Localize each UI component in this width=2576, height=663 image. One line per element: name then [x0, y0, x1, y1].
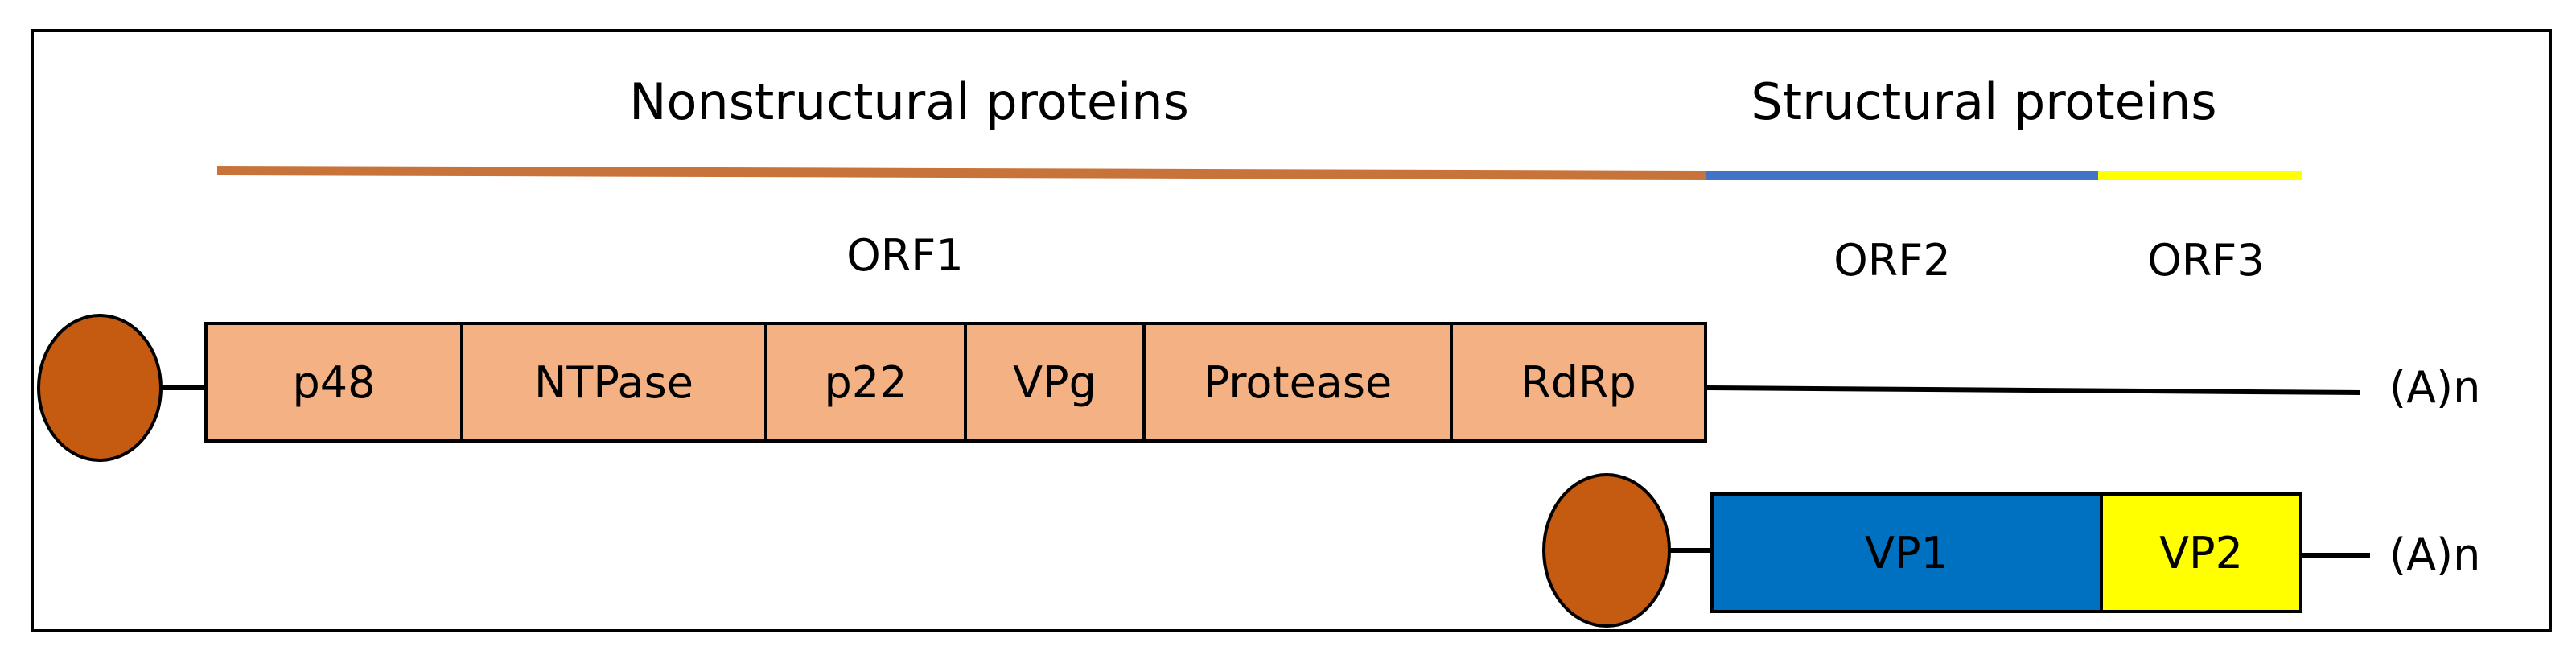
genomic-polya-tail: (A)n — [2389, 362, 2480, 413]
genomic-3prime-line — [1705, 385, 2361, 395]
orf1-segment-label-p48: p48 — [293, 357, 376, 408]
orf1-segment-label-p22: p22 — [825, 357, 907, 408]
structural-proteins-heading: Structural proteins — [1751, 72, 2216, 131]
nonstructural-proteins-heading: Nonstructural proteins — [629, 72, 1189, 131]
orf1-segment-label-vpg: VPg — [1013, 357, 1097, 408]
genomic-rna: p48 NTPase p22 VPg Protease RdRp (A)n — [37, 314, 2480, 462]
subgenomic-segment-label-vp2: VP2 — [2159, 528, 2243, 579]
orf1-segment-box-vpg — [964, 322, 1146, 443]
orf1-segment-track: p48 NTPase p22 VPg Protease RdRp — [204, 322, 1707, 443]
subgenomic-polya-tail: (A)n — [2389, 529, 2480, 580]
orf3-label: ORF3 — [2147, 235, 2264, 286]
orf1-label: ORF1 — [846, 230, 963, 281]
subgenomic-segment-box-vp1 — [1710, 492, 2103, 613]
orf1-segment-box-ntpase — [460, 322, 767, 443]
subgenomic-segment-box-vp2 — [2100, 492, 2302, 613]
orf1-segment-box-protease — [1142, 322, 1453, 443]
orf2-orf3-segment-track: VP1 VP2 — [1710, 492, 2302, 613]
subgenomic-segment-label-vp1: VP1 — [1865, 528, 1948, 579]
orf2-label: ORF2 — [1833, 235, 1950, 286]
orf1-segment-label-protease: Protease — [1204, 357, 1393, 408]
figure-frame — [31, 29, 2552, 632]
genomic-5prime-cap — [37, 314, 163, 462]
subgenomic-5prime-cap — [1542, 473, 1671, 628]
nonstructural-region-bar — [216, 166, 1706, 180]
orf1-segment-label-rdrp: RdRp — [1520, 357, 1636, 408]
orf1-segment-box-rdrp — [1450, 322, 1707, 443]
orf1-segment-box-p48 — [204, 322, 463, 443]
subgenomic-rna: VP1 VP2 (A)n — [1542, 473, 2480, 628]
orf1-segment-label-ntpase: NTPase — [534, 357, 693, 408]
